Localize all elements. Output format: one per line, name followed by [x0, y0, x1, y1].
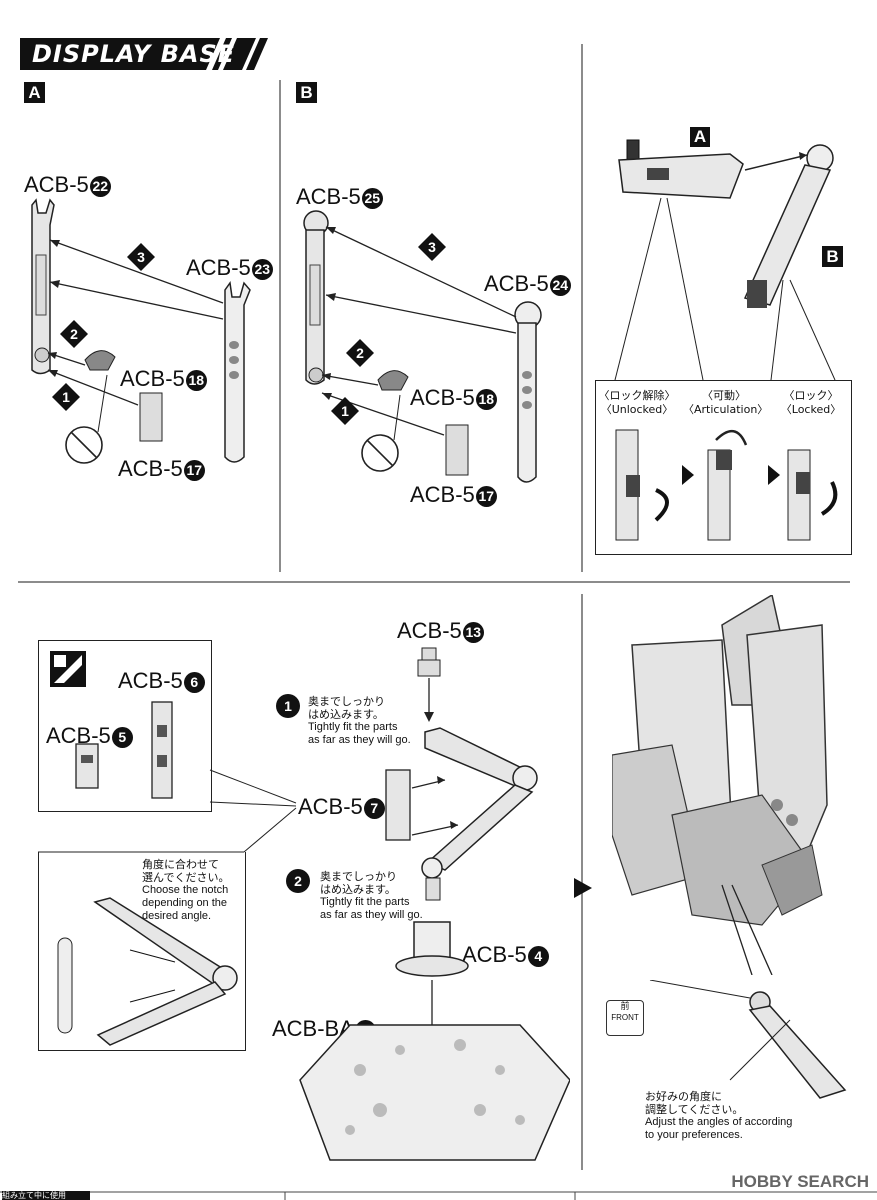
footer-tool-label: 組み立て中に使用	[2, 1191, 90, 1200]
base-assembly-diagram	[299, 647, 570, 1161]
svg-text:2: 2	[70, 326, 78, 342]
svg-text:2: 2	[294, 873, 302, 889]
svg-text:3: 3	[428, 239, 436, 255]
panel-b-diagram	[303, 210, 542, 483]
step-b-badge: B	[296, 82, 317, 103]
step-1-badge-a: 1	[52, 383, 80, 411]
step-3-badge-a: 3	[127, 243, 155, 271]
lock-states-illustrations	[615, 429, 838, 541]
arrow-right-icon	[574, 878, 592, 898]
step-3-badge-b: 3	[418, 233, 446, 261]
lock-states-box	[595, 380, 852, 555]
parts-5-6-illustration	[75, 701, 173, 799]
notch-inset-box	[38, 852, 246, 1051]
note-2-text: 奥までしっかり はめ込みます。 Tightly fit the parts as…	[320, 870, 423, 921]
notch-text: 角度に合わせて 選んでください。 Choose the notch depend…	[142, 858, 230, 922]
step-1-badge-b: 1	[331, 397, 359, 425]
model-illustration	[612, 595, 828, 975]
state-locked: 〈ロック〉〈Locked〉	[780, 389, 842, 416]
note-1-badge: 1	[276, 694, 300, 718]
step-2-badge-a: 2	[60, 320, 88, 348]
page-title: DISPLAY BASE	[32, 40, 236, 68]
watermark: HOBBY SEARCH	[731, 1172, 869, 1191]
note-2-badge: 2	[286, 869, 310, 893]
svg-text:2: 2	[356, 345, 364, 361]
stand-arm-illustration	[649, 980, 847, 1099]
joint-diagram	[614, 139, 836, 380]
notch-illustration	[57, 897, 238, 1046]
state-unlocked: 〈ロック解除〉〈Unlocked〉	[598, 389, 676, 416]
label-a-badge: A	[690, 127, 710, 147]
note-1-text: 奥までしっかり はめ込みます。 Tightly fit the parts as…	[308, 695, 411, 746]
label-b-badge: B	[822, 246, 843, 267]
svg-text:1: 1	[341, 403, 349, 419]
step-2-badge-b: 2	[346, 339, 374, 367]
step-a-badge: A	[24, 82, 45, 103]
adjust-angle-text: お好みの角度に 調整してください。 Adjust the angles of a…	[645, 1090, 793, 1141]
title-banner	[20, 38, 268, 70]
parts-inset-box	[38, 640, 212, 812]
svg-text:1: 1	[62, 389, 70, 405]
state-articulation: 〈可動〉〈Articulation〉	[683, 389, 769, 416]
svg-text:1: 1	[284, 698, 292, 714]
panel-a-diagram	[31, 198, 251, 464]
parts-inset-icon	[50, 651, 86, 687]
front-indicator: 前 FRONT	[606, 1000, 644, 1036]
svg-text:3: 3	[137, 249, 145, 265]
